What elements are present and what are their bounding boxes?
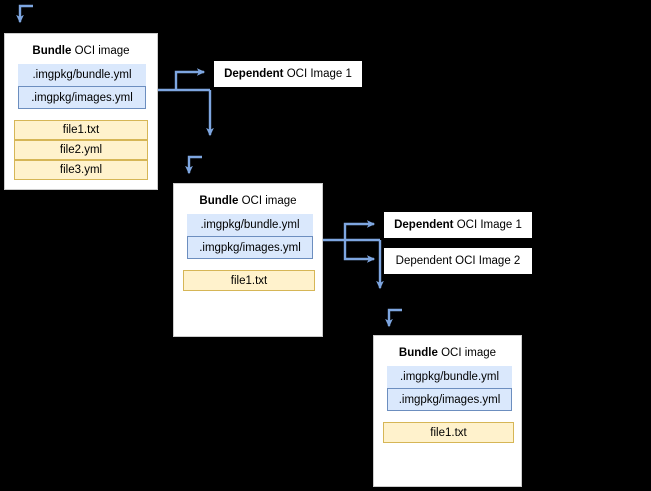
bundle-1-file-row-1-label: file2.yml [59, 144, 103, 156]
dependent-box-top-bold: Dependent [224, 68, 284, 80]
bundle-3-config-row-1-label: .imgpkg/images.yml [398, 393, 501, 406]
bundle-3-config-row-1[interactable]: .imgpkg/images.yml [387, 388, 512, 411]
bundle-3-title: Bundle OCI image [374, 347, 521, 359]
bundle-box-3: Bundle OCI image .imgpkg/bundle.yml .img… [373, 335, 522, 487]
bundle-1-config-row-1-label: .imgpkg/images.yml [31, 91, 133, 104]
bundle-1-file-row-2[interactable]: file3.yml [14, 160, 148, 180]
entry-arrow-bundle-3 [385, 308, 402, 328]
entry-arrow-bundle-2 [185, 155, 202, 175]
bundle-3-title-bold: Bundle [398, 347, 438, 359]
dependent-box-top-rest: OCI Image 1 [283, 68, 352, 80]
arrow-bundle1-to-dependents [152, 68, 214, 137]
dependent-box-mid-1-bold: Dependent [394, 219, 454, 231]
bundle-2-config-row-1-label: .imgpkg/images.yml [199, 241, 301, 254]
bundle-3-config-row-0[interactable]: .imgpkg/bundle.yml [387, 366, 512, 388]
bundle-1-file-row-1[interactable]: file2.yml [14, 140, 148, 160]
arrow-bundle2-to-dependents [318, 220, 384, 290]
bundle-3-file-row-0[interactable]: file1.txt [383, 422, 514, 443]
bundle-3-config-row-0-label: .imgpkg/bundle.yml [399, 371, 500, 383]
bundle-2-config-row-1[interactable]: .imgpkg/images.yml [187, 236, 313, 259]
bundle-1-title-rest: OCI image [71, 45, 130, 57]
bundle-1-title-bold: Bundle [32, 45, 72, 57]
bundle-2-title: Bundle OCI image [174, 195, 322, 207]
bundle-1-title: Bundle OCI image [5, 45, 157, 57]
dependent-box-mid-1-label: Dependent OCI Image 1 [394, 219, 522, 231]
bundle-3-file-row-0-label: file1.txt [430, 426, 467, 439]
bundle-1-config-row-0-label: .imgpkg/bundle.yml [32, 69, 132, 81]
dependent-box-mid-1[interactable]: Dependent OCI Image 1 [383, 211, 533, 239]
bundle-1-file-row-0-label: file1.txt [62, 124, 100, 136]
bundle-1-file-row-2-label: file3.yml [59, 164, 103, 176]
bundle-box-1: Bundle OCI image .imgpkg/bundle.yml .img… [4, 33, 158, 190]
bundle-2-file-row-0[interactable]: file1.txt [183, 270, 315, 291]
dependent-box-mid-1-rest: OCI Image 1 [453, 219, 522, 231]
dependent-box-top-label: Dependent OCI Image 1 [224, 68, 352, 80]
dependent-box-mid-2-label: Dependent OCI Image 2 [395, 255, 521, 267]
dependent-box-top[interactable]: Dependent OCI Image 1 [213, 60, 363, 88]
bundle-1-file-row-0[interactable]: file1.txt [14, 120, 148, 140]
entry-arrow-bundle-1 [16, 4, 33, 24]
bundle-2-config-row-0[interactable]: .imgpkg/bundle.yml [187, 214, 313, 236]
bundle-3-title-rest: OCI image [437, 347, 497, 359]
bundle-1-config-row-1[interactable]: .imgpkg/images.yml [18, 86, 146, 109]
bundle-2-title-bold: Bundle [199, 195, 239, 207]
bundle-2-config-row-0-label: .imgpkg/bundle.yml [200, 219, 300, 231]
bundle-box-2: Bundle OCI image .imgpkg/bundle.yml .img… [173, 183, 323, 337]
dependent-box-mid-2[interactable]: Dependent OCI Image 2 [383, 247, 533, 275]
bundle-1-config-row-0[interactable]: .imgpkg/bundle.yml [18, 64, 146, 86]
bundle-2-title-rest: OCI image [238, 195, 297, 207]
bundle-2-file-row-0-label: file1.txt [230, 274, 268, 287]
